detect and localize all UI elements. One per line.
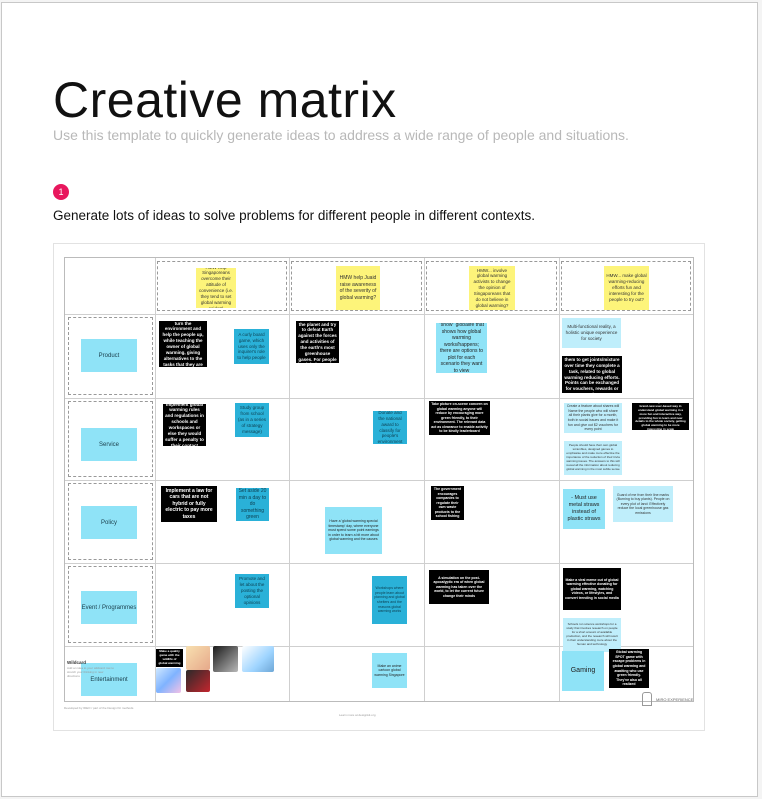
column-question-2[interactable]: HMW help Juaid raise awareness of the se… bbox=[336, 266, 380, 310]
row-label-service[interactable]: Service bbox=[81, 428, 137, 461]
sticky-note[interactable]: Implement a law for cars that are not hy… bbox=[161, 486, 217, 522]
sticky-note[interactable]: Have a 'global warming special timestamp… bbox=[325, 507, 382, 554]
sticky-note[interactable]: A robot dinner to turn the environment a… bbox=[159, 321, 207, 367]
step-instruction: Generate lots of ideas to solve problems… bbox=[53, 208, 536, 223]
column-question-1[interactable]: HMW help Singaporeans overcome their att… bbox=[196, 268, 236, 308]
column-question-3[interactable]: HMW... involve global warming activists … bbox=[469, 266, 515, 310]
anime-image-3[interactable] bbox=[186, 670, 210, 692]
sticky-note[interactable]: A game where you can control the planet … bbox=[296, 321, 339, 363]
sticky-note[interactable]: Workshops where people learn about plann… bbox=[372, 576, 407, 624]
sticky-note[interactable]: Schools run science workshops for a stud… bbox=[563, 618, 621, 652]
matrix-grid: HMW help Singaporeans overcome their att… bbox=[64, 257, 694, 702]
wildcard-title: Wildcard bbox=[67, 660, 86, 665]
sticky-note[interactable]: Make a quality game with the wildlife of… bbox=[156, 649, 183, 667]
footer-left: Developed by IDEO / part of the Design K… bbox=[64, 706, 134, 710]
sticky-note[interactable]: Guard of me from their line marks (Burni… bbox=[613, 486, 673, 522]
row-label-entertainment[interactable]: Entertainment bbox=[81, 663, 137, 696]
anime-image-4[interactable] bbox=[213, 646, 238, 672]
sticky-note[interactable]: "show" globalife that shows how global w… bbox=[436, 323, 487, 373]
column-question-4[interactable]: HMW... make global warming-reducing effo… bbox=[604, 266, 649, 310]
anime-image-5[interactable] bbox=[242, 646, 274, 672]
sticky-note[interactable]: Global warming SPOT game with escape pro… bbox=[609, 649, 649, 688]
sticky-note[interactable]: - Must use metal straws instead of plast… bbox=[563, 489, 605, 529]
brand-name: MIRO EXPERIENCE bbox=[656, 697, 694, 702]
step-badge: 1 bbox=[53, 184, 69, 200]
sticky-note[interactable]: Promote and let about the posting the op… bbox=[235, 574, 269, 608]
row-label-product[interactable]: Product bbox=[81, 339, 137, 372]
anime-image-1[interactable] bbox=[156, 668, 181, 693]
sticky-note[interactable]: Take picture on-scene concern on global … bbox=[429, 401, 490, 435]
sticky-note[interactable]: Donate and the national award to classif… bbox=[373, 411, 407, 444]
sticky-note[interactable]: Implement global warming rules and regul… bbox=[163, 404, 206, 446]
sticky-note[interactable]: A simulation on the post-apocalyptic era… bbox=[429, 570, 489, 604]
footer-center: Learn more at designkit.org bbox=[339, 713, 376, 717]
page-subtitle: Use this template to quickly generate id… bbox=[53, 127, 629, 143]
anime-image-2[interactable] bbox=[186, 646, 210, 670]
sticky-note[interactable]: Set aside 20 min a day to do something g… bbox=[236, 488, 269, 521]
sticky-note[interactable]: Global warming board is about a brand-ne… bbox=[632, 403, 689, 430]
sticky-note[interactable]: Multi-functional reality, a holistic uni… bbox=[562, 318, 621, 348]
sticky-note[interactable]: The government encourages companies to r… bbox=[431, 486, 464, 520]
sticky-note[interactable]: A workshop that allows them to get joint… bbox=[562, 356, 622, 393]
sticky-note[interactable]: Study group from school (as in a series … bbox=[235, 403, 269, 437]
row-label-policy[interactable]: Policy bbox=[81, 506, 137, 539]
sticky-note[interactable]: Make an anime cartoon global warming Sin… bbox=[372, 653, 407, 688]
sticky-note[interactable]: Gaming bbox=[562, 651, 604, 691]
wildcard-note: Add an idea to your wildcard row to stre… bbox=[67, 666, 114, 678]
matrix-board[interactable]: HMW help Singaporeans overcome their att… bbox=[53, 243, 705, 731]
sticky-note[interactable]: People should have their own global scra… bbox=[564, 441, 622, 475]
sticky-note[interactable]: Make a viral meme out of global warming … bbox=[563, 568, 621, 610]
row-label-event[interactable]: Event / Programmes bbox=[81, 591, 137, 624]
sticky-note[interactable]: A curly board game, which uses only the … bbox=[234, 329, 269, 364]
sticky-note[interactable]: Create a feature about shares will Name … bbox=[564, 403, 622, 433]
page-title: Creative matrix bbox=[53, 72, 397, 128]
brand-logo-icon bbox=[642, 692, 652, 706]
